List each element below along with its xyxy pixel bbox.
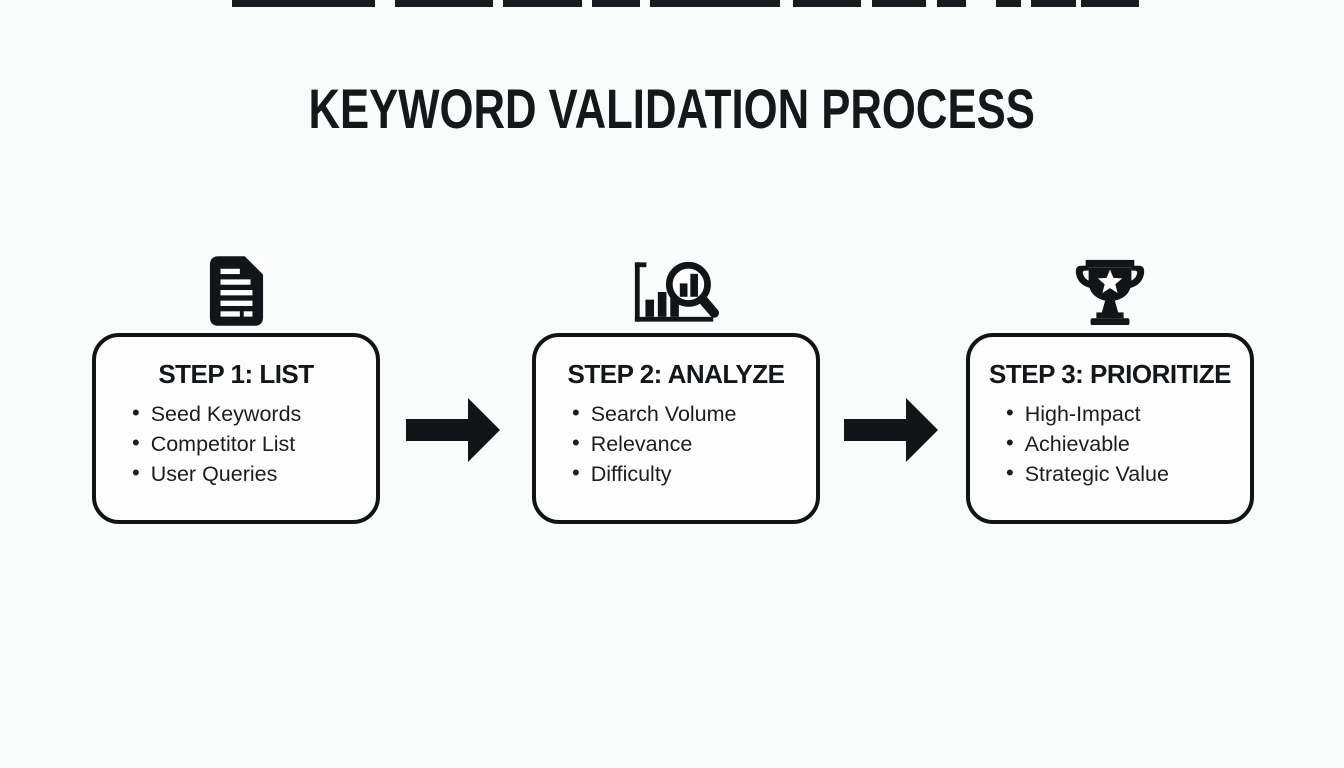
right-arrow-icon: [844, 398, 938, 462]
step-2-group: STEP 2: ANALYZE Search Volume Relevance …: [532, 254, 820, 524]
step-3-icon-slot: [966, 254, 1254, 333]
step-1-group: STEP 1: LIST Seed Keywords Competitor Li…: [92, 254, 380, 524]
cropped-top-artifact: [0, 0, 1344, 8]
right-arrow-icon: [406, 398, 500, 462]
list-item: High-Impact: [1006, 399, 1250, 429]
step-3-box: STEP 3: PRIORITIZE High-Impact Achievabl…: [966, 333, 1254, 524]
step-2-icon-slot: [532, 254, 820, 333]
list-item: Seed Keywords: [132, 399, 376, 429]
step-1-list: Seed Keywords Competitor List User Queri…: [132, 399, 376, 489]
list-item: Achievable: [1006, 429, 1250, 459]
list-item: User Queries: [132, 459, 376, 489]
step-2-list: Search Volume Relevance Difficulty: [572, 399, 816, 489]
trophy-icon: [1075, 259, 1145, 326]
step-3-group: STEP 3: PRIORITIZE High-Impact Achievabl…: [966, 254, 1254, 524]
list-item: Difficulty: [572, 459, 816, 489]
step-1-box: STEP 1: LIST Seed Keywords Competitor Li…: [92, 333, 380, 524]
step-1-heading: STEP 1: LIST: [158, 359, 314, 389]
chart-magnifier-icon: [634, 261, 719, 322]
step-3-heading: STEP 3: PRIORITIZE: [989, 359, 1231, 389]
list-item: Competitor List: [132, 429, 376, 459]
document-icon: [209, 255, 265, 326]
page-title-text: KEYWORD VALIDATION PROCESS: [308, 77, 1036, 140]
page-title: KEYWORD VALIDATION PROCESS: [0, 76, 1344, 141]
step-3-list: High-Impact Achievable Strategic Value: [1006, 399, 1250, 489]
step-2-heading: STEP 2: ANALYZE: [567, 359, 785, 389]
list-item: Search Volume: [572, 399, 816, 429]
list-item: Relevance: [572, 429, 816, 459]
step-1-icon-slot: [92, 254, 380, 333]
list-item: Strategic Value: [1006, 459, 1250, 489]
step-2-box: STEP 2: ANALYZE Search Volume Relevance …: [532, 333, 820, 524]
